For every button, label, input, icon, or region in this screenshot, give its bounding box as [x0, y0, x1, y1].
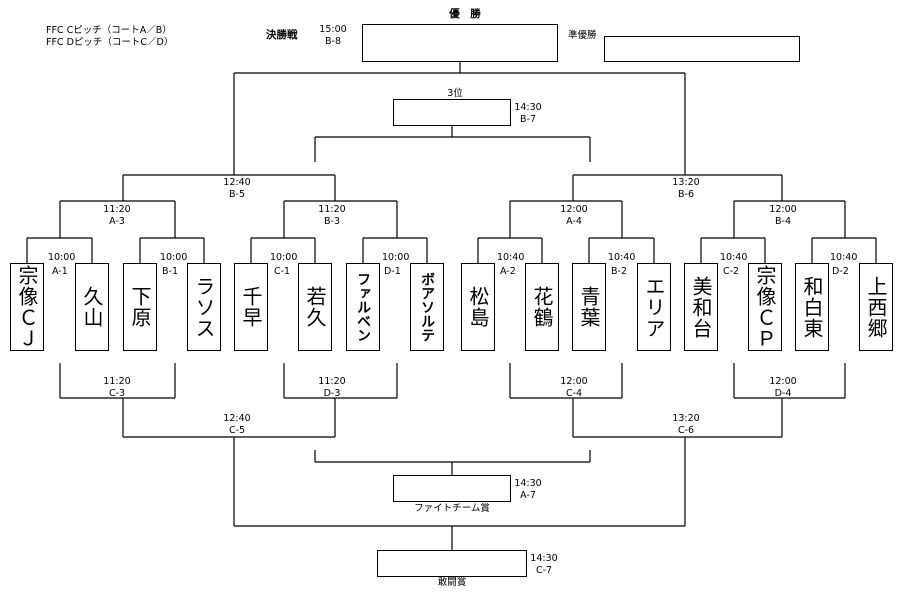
semi-1-code: B-5	[229, 189, 245, 200]
team-name: ボアソルテ	[419, 272, 435, 342]
final-time: 15:00	[319, 24, 347, 35]
fight-team-label: ファイトチーム賞	[414, 503, 490, 514]
runner-up-box	[604, 36, 800, 62]
fighting-spirit-label: 敢闘賞	[437, 577, 467, 588]
lower-semi-1-code: C-5	[228, 425, 246, 436]
runner-up-label: 準優勝	[568, 30, 597, 41]
team-name: 花鶴	[530, 286, 554, 328]
team-name: 千早	[239, 286, 263, 328]
team-box: 上西郷	[859, 263, 893, 351]
lower-semi-2-time: 13:20	[672, 413, 700, 424]
final-match-label: 決勝戦	[266, 29, 298, 41]
winner-label: 優 勝	[449, 8, 481, 20]
lower-r2-3-time: 12:00	[560, 376, 588, 387]
fighting-spirit-time: 14:30	[530, 553, 558, 564]
r1-6-code: B-2	[611, 266, 627, 277]
r1-6-time: 10:40	[608, 252, 636, 263]
r1-2-time: 10:00	[160, 252, 188, 263]
team-name: 下原	[128, 286, 152, 328]
third-place-time: 14:30	[514, 102, 542, 113]
team-box: 青葉	[572, 263, 606, 351]
team-box: ボアソルテ	[410, 263, 444, 351]
team-name: 松島	[466, 286, 490, 328]
team-name: 宗像ＣＰ	[753, 265, 777, 349]
team-name: 宗像ＣＪ	[15, 265, 39, 349]
team-box: ファルベン	[346, 263, 380, 351]
lower-semi-1-time: 12:40	[223, 413, 251, 424]
team-name: 美和台	[689, 275, 713, 339]
winner-box	[362, 24, 558, 62]
semi-2-time: 13:20	[672, 177, 700, 188]
team-box: 松島	[461, 263, 495, 351]
team-box: 千早	[234, 263, 268, 351]
fight-team-time: 14:30	[514, 478, 542, 489]
team-name: ラソス	[192, 275, 216, 339]
r1-7-time: 10:40	[720, 252, 748, 263]
fighting-spirit-code: C-7	[535, 565, 553, 576]
r1-5-time: 10:40	[497, 252, 525, 263]
team-name: 青葉	[577, 286, 601, 328]
r1-4-time: 10:00	[382, 252, 410, 263]
lower-r2-2-time: 11:20	[318, 376, 346, 387]
team-box: 美和台	[684, 263, 718, 351]
third-place-box	[393, 99, 511, 126]
pitch-d-note: FFC Dピッチ（コートC／D）	[46, 37, 174, 48]
lower-r2-2-code: D-3	[323, 388, 341, 399]
team-box: 下原	[123, 263, 157, 351]
team-box: エリア	[637, 263, 671, 351]
r2-3-code: A-4	[566, 216, 582, 227]
r1-3-time: 10:00	[270, 252, 298, 263]
r2-3-time: 12:00	[560, 204, 588, 215]
lower-r2-4-time: 12:00	[769, 376, 797, 387]
lower-r2-1-code: C-3	[108, 388, 126, 399]
team-name: 若久	[303, 286, 327, 328]
r1-2-code: B-1	[162, 266, 178, 277]
team-name: 和白東	[800, 275, 824, 339]
r2-2-time: 11:20	[318, 204, 346, 215]
r1-3-code: C-1	[274, 266, 291, 277]
lower-r2-4-code: D-4	[774, 388, 792, 399]
r2-4-code: B-4	[775, 216, 791, 227]
team-name: 久山	[80, 286, 104, 328]
r1-7-code: C-2	[723, 266, 740, 277]
r1-1-code: A-1	[52, 266, 68, 277]
fight-team-code: A-7	[520, 490, 536, 501]
team-box: 和白東	[795, 263, 829, 351]
team-name: ファルベン	[355, 272, 371, 342]
third-place-code: B-7	[520, 114, 536, 125]
team-box: 宗像ＣＰ	[748, 263, 782, 351]
team-box: 宗像ＣＪ	[10, 263, 44, 351]
r2-1-time: 11:20	[103, 204, 131, 215]
fight-team-box	[393, 475, 511, 502]
final-code: B-8	[325, 36, 341, 47]
team-box: 花鶴	[525, 263, 559, 351]
r2-2-code: B-3	[324, 216, 340, 227]
r2-1-code: A-3	[109, 216, 125, 227]
team-box: 若久	[298, 263, 332, 351]
team-box: ラソス	[187, 263, 221, 351]
team-name: 上西郷	[864, 275, 888, 339]
r1-8-code: D-2	[832, 266, 849, 277]
team-box: 久山	[75, 263, 109, 351]
team-name: エリア	[642, 275, 666, 339]
fighting-spirit-box	[377, 550, 527, 577]
lower-r2-1-time: 11:20	[103, 376, 131, 387]
r2-4-time: 12:00	[769, 204, 797, 215]
r1-8-time: 10:40	[830, 252, 858, 263]
lower-r2-3-code: C-4	[565, 388, 583, 399]
r1-1-time: 10:00	[48, 252, 76, 263]
r1-5-code: A-2	[500, 266, 516, 277]
r1-4-code: D-1	[384, 266, 401, 277]
semi-1-time: 12:40	[223, 177, 251, 188]
semi-2-code: B-6	[678, 189, 694, 200]
pitch-c-note: FFC Cピッチ（コートA／B）	[46, 25, 172, 36]
lower-semi-2-code: C-6	[677, 425, 695, 436]
third-place-label: 3位	[447, 88, 463, 99]
